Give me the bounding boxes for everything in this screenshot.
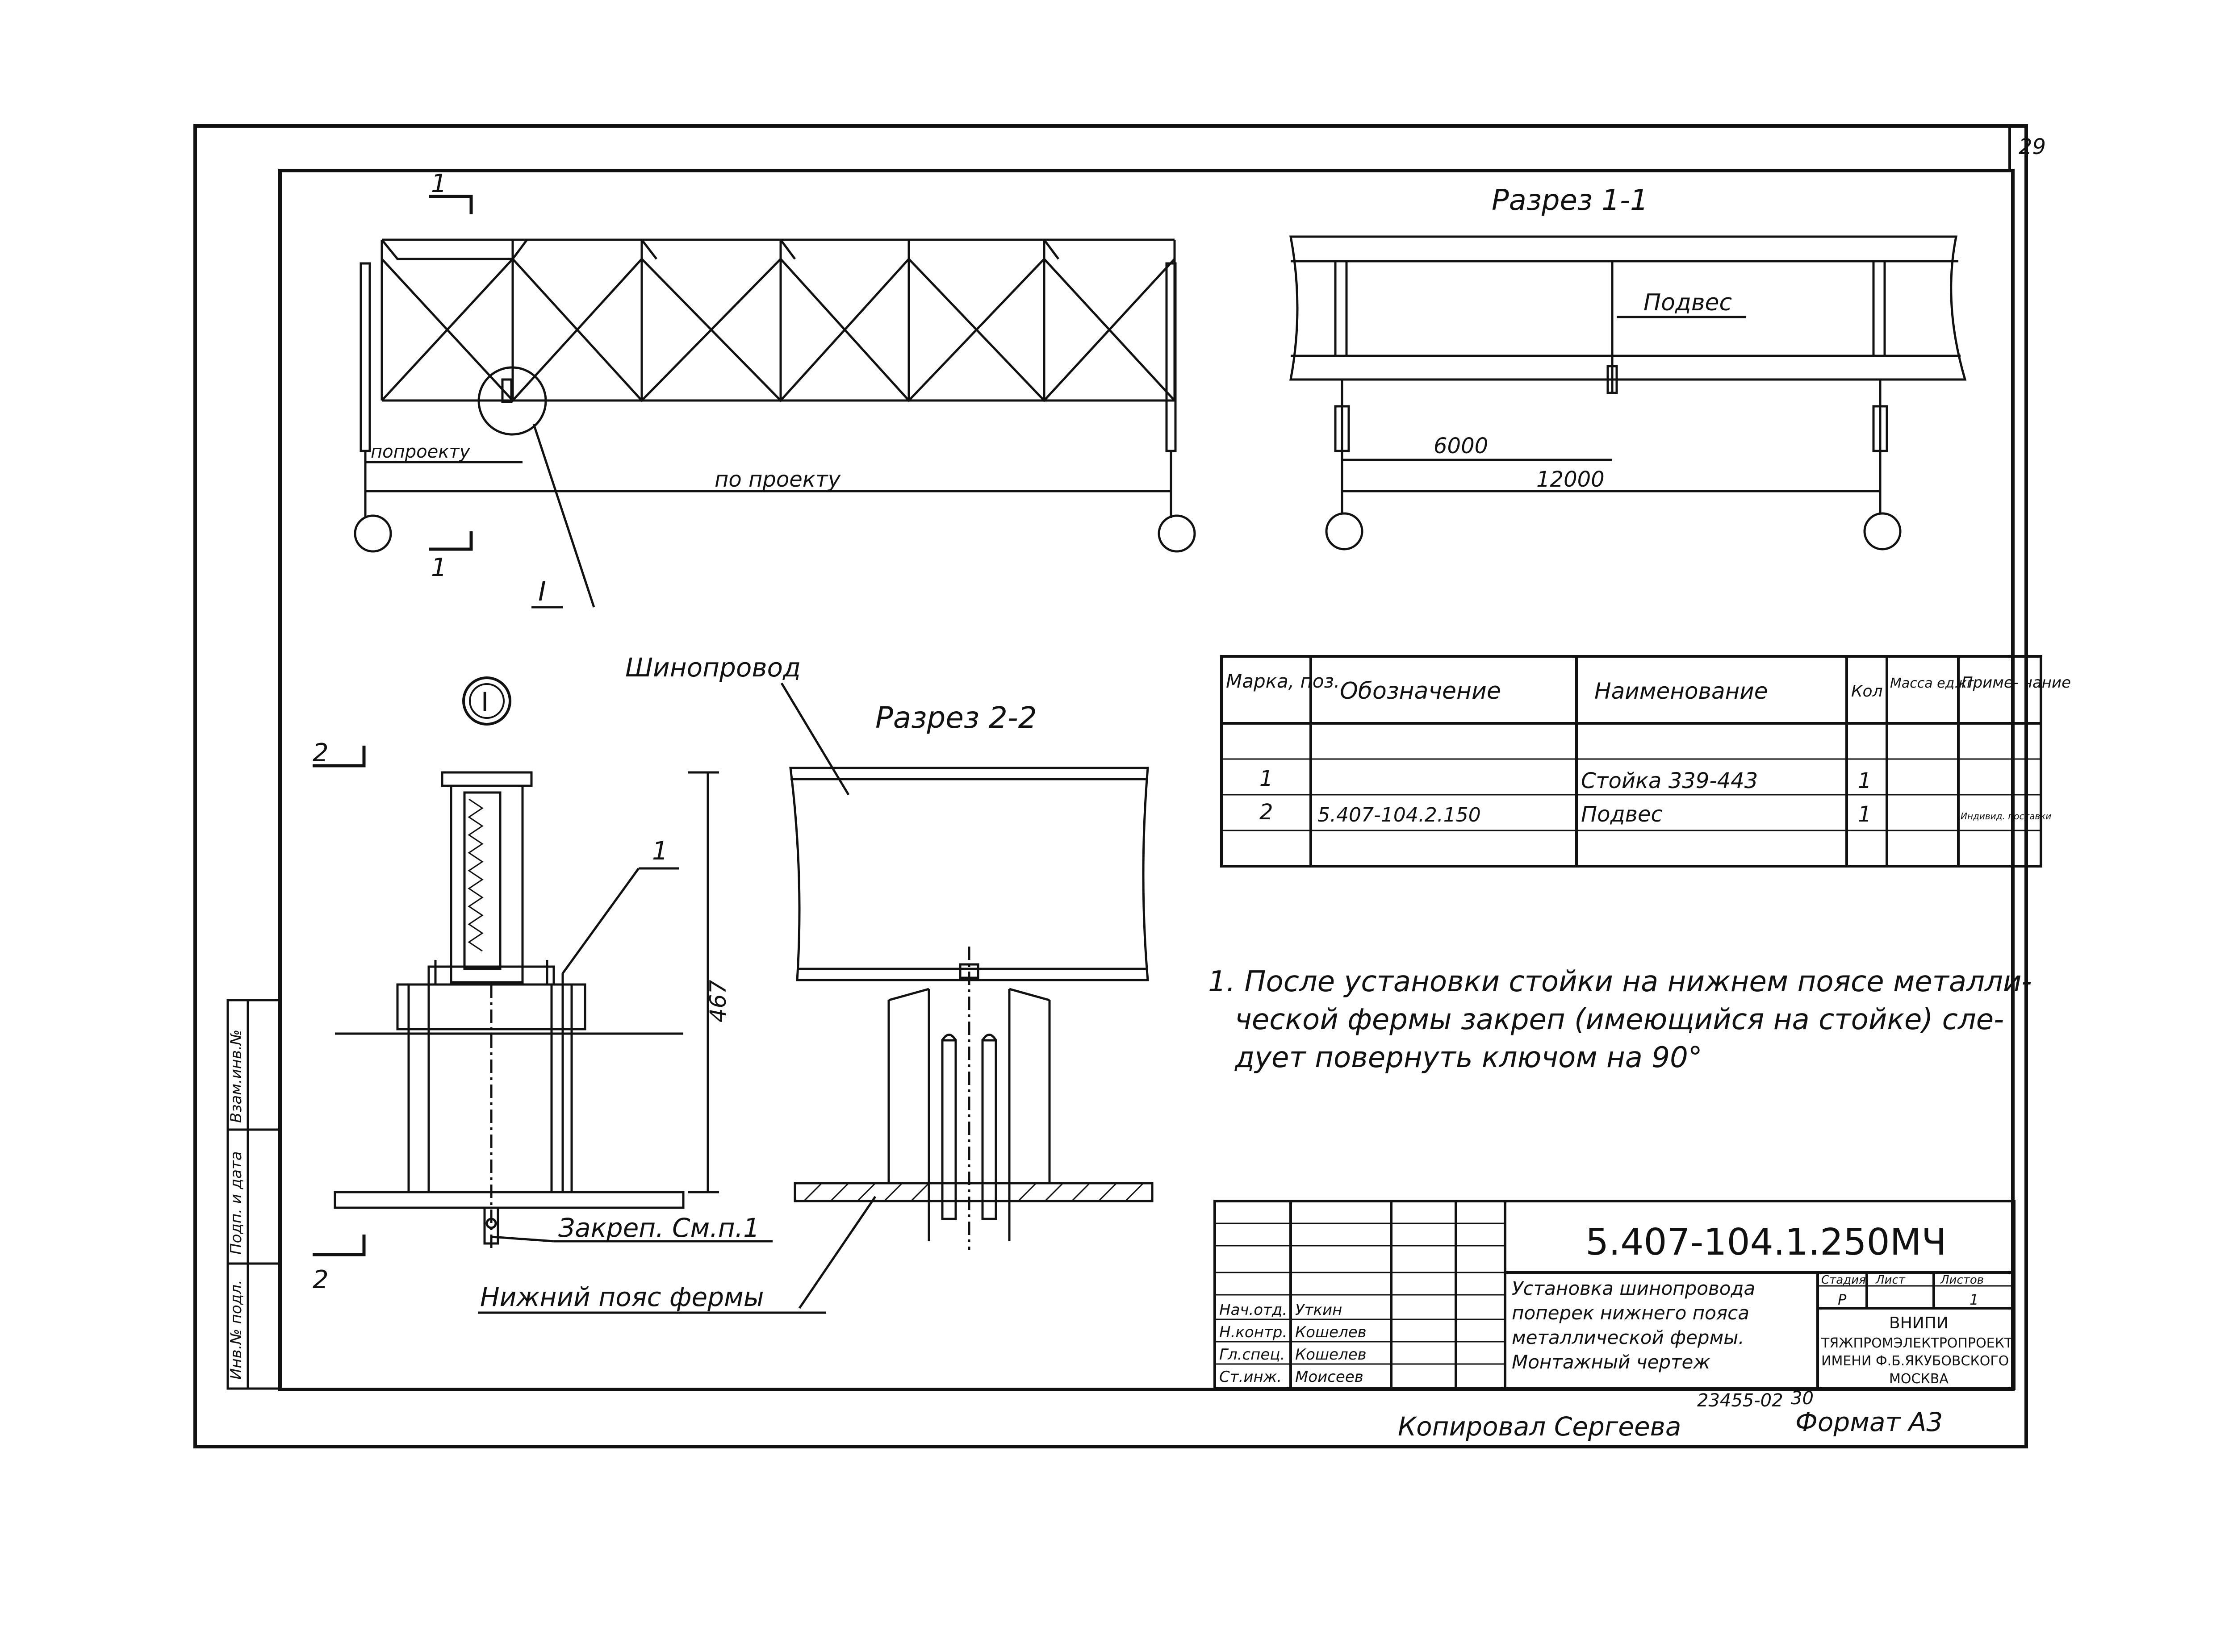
spec-header-massa: Масса ед.кг bbox=[1890, 676, 1974, 691]
spec-table-row-lines bbox=[1221, 758, 2041, 831]
side-stamp-vzam: Взам.инв.№ bbox=[227, 1030, 245, 1123]
side-stamp bbox=[226, 999, 281, 1390]
title-block-org-4: МОСКВА bbox=[1889, 1371, 1949, 1387]
title-block-code: 5.407-104.1.250МЧ bbox=[1585, 1221, 1947, 1264]
cut-mark-2-2 bbox=[313, 746, 366, 1256]
section-2-2-drawing bbox=[780, 682, 1154, 1309]
cut-mark-2-top-label: 2 bbox=[313, 738, 329, 768]
title-block-org-1: ВНИПИ bbox=[1889, 1314, 1949, 1332]
outer-frame bbox=[193, 124, 2028, 1448]
footer-sheet-no: 30 bbox=[1791, 1388, 1814, 1409]
signature-name-4: Моисеев bbox=[1295, 1368, 1363, 1386]
spec-header-primechanie: Приме- чание bbox=[1961, 674, 2071, 692]
title-block-title-1: Установка шинопровода bbox=[1512, 1277, 1755, 1299]
section-1-1-title: Разрез 1-1 bbox=[1492, 184, 1648, 217]
note-line-2: ческой фермы закреп (имеющийся на стойке… bbox=[1235, 1003, 2004, 1036]
section-2-2-title: Разрез 2-2 bbox=[875, 701, 1037, 735]
footer-format: Формат А3 bbox=[1795, 1407, 1943, 1437]
signature-name-1: Уткин bbox=[1295, 1301, 1342, 1319]
signature-role-2: Н.контр. bbox=[1219, 1323, 1287, 1341]
detail-I-label: I bbox=[481, 687, 489, 717]
spec-row-2-qty: 1 bbox=[1858, 802, 1872, 827]
note-line-1: 1. После установки стойки на нижнем пояс… bbox=[1208, 965, 2032, 998]
signature-role-3: Гл.спец. bbox=[1219, 1346, 1285, 1364]
footer-number: 23455-02 bbox=[1697, 1390, 1783, 1411]
title-block-title-3: металлической фермы. bbox=[1512, 1327, 1744, 1348]
detail-I-marker-inner bbox=[469, 683, 505, 719]
detail-I-pos-1: 1 bbox=[652, 837, 668, 866]
detail-I-drawing bbox=[334, 771, 773, 1250]
section-1-1-dim-12000: 12000 bbox=[1536, 467, 1605, 492]
title-block-title-2: поперек нижнего пояса bbox=[1512, 1302, 1749, 1324]
signature-name-2: Кошелев bbox=[1295, 1323, 1367, 1341]
detail-I-dim-467: 467 bbox=[705, 980, 731, 1022]
cut-mark-1-1 bbox=[429, 195, 473, 551]
page-number: 29 bbox=[2019, 134, 2046, 159]
cut-mark-2-bottom-label: 2 bbox=[313, 1265, 329, 1294]
spec-header-naimenovanie: Наименование bbox=[1594, 678, 1768, 704]
spec-header-marka: Марка, поз. bbox=[1226, 670, 1340, 692]
detail-I-zakrep: Закреп. См.п.1 bbox=[558, 1213, 760, 1243]
title-block-sheets-value: 1 bbox=[1970, 1291, 1978, 1308]
title-block-sheets-label: Листов bbox=[1940, 1273, 1984, 1287]
side-stamp-podp: Подп. и дата bbox=[227, 1151, 245, 1255]
section-2-2-shinoprovod: Шинопровод bbox=[625, 652, 801, 683]
signature-role-4: Ст.инж. bbox=[1219, 1368, 1282, 1386]
spec-row-2-name: Подвес bbox=[1581, 802, 1663, 827]
title-block-org-3: ИМЕНИ Ф.Б.ЯКУБОВСКОГО bbox=[1821, 1353, 2009, 1369]
footer-kopiroval: Копировал Сергеева bbox=[1398, 1411, 1681, 1442]
callout-I-label: I bbox=[538, 576, 546, 607]
spec-row-1-pos: 1 bbox=[1259, 766, 1273, 791]
spec-header-kol: Кол bbox=[1851, 682, 1883, 701]
side-stamp-inv: Инв.№ подл. bbox=[227, 1280, 245, 1380]
title-block-org-2: ТЯЖПРОМЭЛЕКТРОПРОЕКТ bbox=[1821, 1335, 2013, 1351]
signature-name-3: Кошелев bbox=[1295, 1346, 1367, 1364]
detail-I-marker-outer bbox=[462, 676, 511, 726]
note-line-3: дует повернуть ключом на 90° bbox=[1234, 1041, 1702, 1074]
spec-row-2-designation: 5.407-104.2.150 bbox=[1317, 804, 1481, 826]
spec-row-2-pos: 2 bbox=[1259, 800, 1273, 825]
spec-row-2-note: Индивид. поставки bbox=[1961, 811, 2051, 822]
title-block-stage-value: Р bbox=[1838, 1291, 1847, 1308]
dim-po-proektu-large: по проекту bbox=[715, 467, 841, 492]
spec-table-grid bbox=[1220, 655, 2042, 868]
title-block-title-4: Монтажный чертеж bbox=[1512, 1351, 1710, 1373]
dim-po-proektu-small: попроекту bbox=[371, 442, 471, 462]
spec-row-1-name: Стойка 339-443 bbox=[1581, 768, 1758, 793]
signature-role-1: Нач.отд. bbox=[1219, 1301, 1287, 1319]
detail-I-nizhniy-poyas: Нижний пояс фермы bbox=[480, 1282, 764, 1312]
cut-mark-bottom-label: 1 bbox=[431, 553, 447, 582]
truss-elevation bbox=[354, 238, 1196, 608]
spec-header-oboznachenie: Обозначение bbox=[1340, 678, 1501, 705]
title-block-sheet-label: Лист bbox=[1875, 1273, 1906, 1287]
spec-row-1-qty: 1 bbox=[1858, 768, 1872, 793]
section-1-1-dim-6000: 6000 bbox=[1434, 434, 1488, 459]
cut-mark-top-label: 1 bbox=[431, 169, 447, 198]
section-1-1-drawing bbox=[1289, 235, 1967, 551]
section-1-1-podves: Подвес bbox=[1643, 289, 1732, 316]
title-block-row-lines bbox=[1215, 1222, 2014, 1365]
title-block-stage-label: Стадия bbox=[1821, 1273, 1866, 1287]
